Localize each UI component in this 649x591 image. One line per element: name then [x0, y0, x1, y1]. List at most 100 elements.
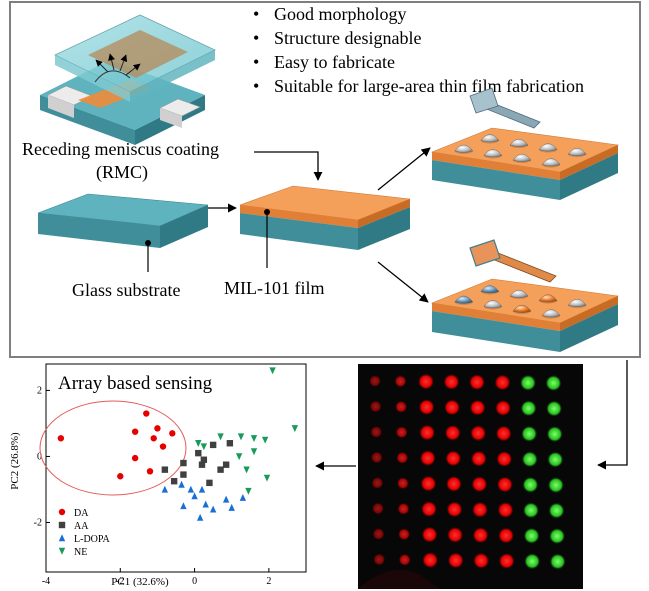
- fluorescent-spot-green: [524, 553, 541, 570]
- droplet: [509, 289, 529, 298]
- fluorescent-spot-red: [369, 375, 381, 387]
- fluorescent-spot-red: [469, 399, 486, 416]
- mil101-film-illustration: [239, 185, 411, 268]
- legend-marker-l-dopa: [58, 534, 66, 542]
- data-point-l-dopa: [161, 485, 169, 493]
- data-point-l-dopa: [198, 485, 206, 493]
- rmc-label-line1: Receding meniscus coating: [22, 139, 219, 159]
- feature-item: Suitable for large-area thin film fabric…: [274, 76, 584, 96]
- fluorescent-spot-green: [521, 425, 538, 442]
- fluorescent-spot-red: [495, 400, 512, 416]
- fluorescent-spot-red: [395, 426, 408, 439]
- data-point-ne: [195, 440, 202, 447]
- data-point-ne: [263, 474, 271, 482]
- data-point-aa: [206, 479, 213, 487]
- y-tick-label: -2: [34, 517, 42, 528]
- data-point-aa: [217, 466, 224, 473]
- legend-label: DA: [74, 508, 89, 519]
- data-point-l-dopa: [178, 480, 185, 488]
- data-point-aa: [209, 441, 217, 449]
- feature-item: Good morphology: [274, 4, 407, 24]
- fluorescent-spot-red: [398, 553, 411, 566]
- data-point-ne: [217, 433, 224, 441]
- data-point-l-dopa: [196, 513, 204, 521]
- legend-label: NE: [74, 547, 87, 558]
- fluorescent-spot-red: [419, 450, 436, 467]
- fluorescent-spot-green: [520, 374, 536, 391]
- droplet: [512, 304, 532, 313]
- fluorescent-spot-red: [372, 528, 385, 540]
- bullet-marker: •: [253, 28, 259, 48]
- fluorescent-spot-red: [396, 451, 409, 464]
- pca-axes: [45, 363, 307, 573]
- data-point-aa: [200, 456, 208, 463]
- data-point-da: [154, 425, 161, 432]
- fluorescent-spot-red: [445, 450, 462, 467]
- fluorescent-spot-red: [421, 526, 438, 543]
- data-point-ne: [243, 466, 250, 474]
- droplet: [509, 138, 529, 147]
- droplet: [480, 134, 500, 143]
- fluorescent-spot-red: [498, 553, 515, 569]
- y-tick-label: 2: [37, 385, 42, 396]
- fluorescent-spot-red: [371, 477, 384, 489]
- legend-marker-ne: [58, 547, 66, 555]
- fluorescent-spot-green: [546, 400, 563, 417]
- fluorescent-spot-red: [369, 400, 382, 413]
- droplet: [512, 153, 532, 162]
- fluorescent-spot-red: [444, 399, 461, 416]
- y-axis-label: PC2 (26.8%): [9, 432, 21, 490]
- fluorescent-spot-red: [496, 451, 513, 467]
- fluorescent-spot-red: [418, 399, 435, 416]
- data-point-ne: [235, 453, 243, 461]
- fluorescent-spot-red: [445, 475, 462, 492]
- droplet: [480, 285, 500, 294]
- bullet-marker: •: [253, 4, 259, 24]
- data-point-aa: [170, 478, 178, 485]
- data-point-l-dopa: [209, 505, 217, 513]
- fluorescent-spot-red: [447, 526, 464, 543]
- fluorescent-spot-red: [419, 424, 436, 441]
- data-point-aa: [180, 459, 187, 467]
- glass-substrate-label: Glass substrate: [72, 280, 180, 300]
- feature-list: • Good morphology • Structure designable…: [253, 4, 584, 96]
- fluorescent-spot-red: [418, 373, 434, 390]
- fluorescent-spot-red: [370, 451, 383, 464]
- droplet: [567, 147, 587, 156]
- fluorescent-spot-green: [549, 553, 566, 570]
- fluorescent-spot-red: [496, 476, 513, 493]
- fluorescent-spot-red: [396, 477, 409, 490]
- data-point-l-dopa: [228, 503, 235, 511]
- arrow-to-fluorescence: [597, 360, 628, 470]
- data-point-l-dopa: [191, 492, 198, 500]
- fluorescent-spot-green: [523, 502, 539, 519]
- fluorescent-spot-red: [421, 501, 437, 518]
- fluorescent-spot-green: [521, 451, 538, 468]
- x-tick-label: 0: [192, 576, 197, 587]
- plot-frame: [45, 363, 307, 573]
- fluorescent-spot-red: [469, 374, 485, 391]
- data-point-da: [117, 473, 124, 480]
- fluorescent-spot-red: [372, 502, 384, 515]
- data-point-da: [57, 435, 65, 442]
- fluorescent-spot-red: [470, 425, 487, 442]
- droplet: [567, 298, 587, 307]
- fluorescent-spot-red: [471, 476, 488, 493]
- patterned-film-top: [430, 87, 620, 200]
- fluorescent-spot-red: [443, 373, 460, 390]
- arrow-to-array-top: [377, 147, 431, 191]
- data-point-l-dopa: [187, 485, 195, 493]
- data-point-ne: [261, 436, 269, 444]
- droplet: [538, 143, 558, 152]
- data-point-ne: [245, 487, 252, 495]
- data-point-da: [159, 443, 167, 450]
- fluorescent-spot-green: [546, 426, 563, 443]
- legend-marker-da: [58, 508, 66, 516]
- rmc-label-line2: (RMC): [96, 162, 148, 183]
- feature-item: Structure designable: [274, 28, 421, 48]
- fluorescent-spot-red: [472, 527, 489, 544]
- fluorescent-spot-red: [370, 426, 383, 438]
- data-point-aa: [226, 440, 234, 447]
